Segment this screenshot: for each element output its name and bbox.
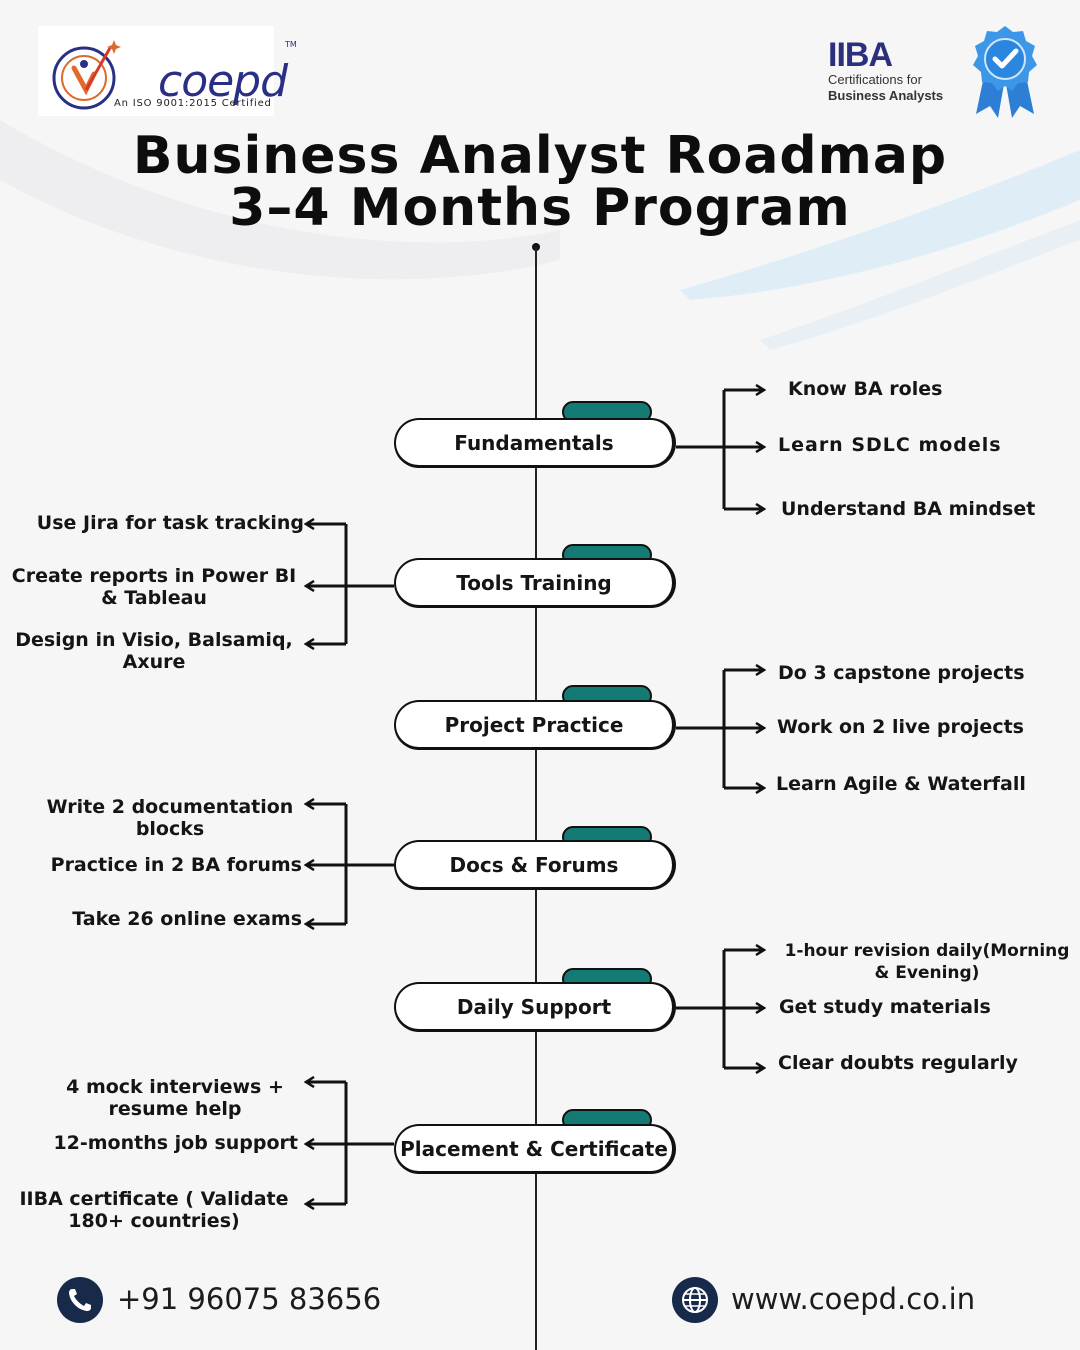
item-revision: 1-hour revision daily(Morning & Evening) [784,941,1070,983]
item-visio: Design in Visio, Balsamiq, Axure [15,629,293,673]
item-mock-interviews: 4 mock interviews + resume help [66,1076,284,1120]
item-live-projects: Work on 2 live projects [777,716,1024,738]
trademark-mark: TM [285,40,297,49]
item-iiba-certificate: IIBA certificate ( Validate 180+ countri… [19,1188,289,1232]
stage-docs-forums: Docs & Forums [394,840,676,890]
item-clear-doubts: Clear doubts regularly [778,1052,1018,1074]
phone-number[interactable]: +91 96075 83656 [117,1282,382,1316]
stage-placement-certificate: Placement & Certificate [394,1124,676,1174]
item-learn-sdlc: Learn SDLC models [778,434,1002,456]
coepd-logo: coepd TM An ISO 9001:2015 Certified [38,26,297,116]
item-jira: Use Jira for task tracking [36,512,304,534]
globe-glyph-icon [682,1287,708,1313]
stage-tools-training: Tools Training [394,558,676,608]
phone-icon[interactable] [57,1277,103,1323]
item-know-ba-roles: Know BA roles [788,378,943,400]
item-agile: Learn Agile & Waterfall [776,773,1026,795]
item-documentation: Write 2 documentation blocks [46,796,294,840]
page-title: Business Analyst Roadmap [132,126,948,186]
coepd-emblem-icon [52,40,121,110]
stage-daily-support: Daily Support [394,982,676,1032]
iiba-wordmark: IIBA [828,36,893,74]
page-subtitle: 3–4 Months Program [229,178,851,238]
globe-icon[interactable] [672,1277,718,1323]
iiba-logo: IIBA Certifications for Business Analyst… [828,38,978,118]
website-link[interactable]: www.coepd.co.in [731,1282,976,1316]
item-job-support: 12-months job support [53,1132,298,1154]
stage-fundamentals: Fundamentals [394,418,676,468]
iiba-line2: Business Analysts [828,88,944,103]
item-capstone: Do 3 capstone projects [778,662,1025,684]
phone-glyph-icon [69,1289,91,1311]
item-study-materials: Get study materials [779,996,991,1018]
brand-tagline: An ISO 9001:2015 Certified [114,98,272,109]
verified-badge-icon [973,26,1037,118]
iiba-line1: Certifications for [828,72,922,87]
stage-project-practice: Project Practice [394,700,676,750]
item-forums: Practice in 2 BA forums [50,854,302,876]
item-power-bi: Create reports in Power BI & Tableau [11,565,297,609]
brand-name: coepd [158,56,288,107]
item-ba-mindset: Understand BA mindset [781,498,1036,520]
item-online-exams: Take 26 online exams [72,908,302,930]
